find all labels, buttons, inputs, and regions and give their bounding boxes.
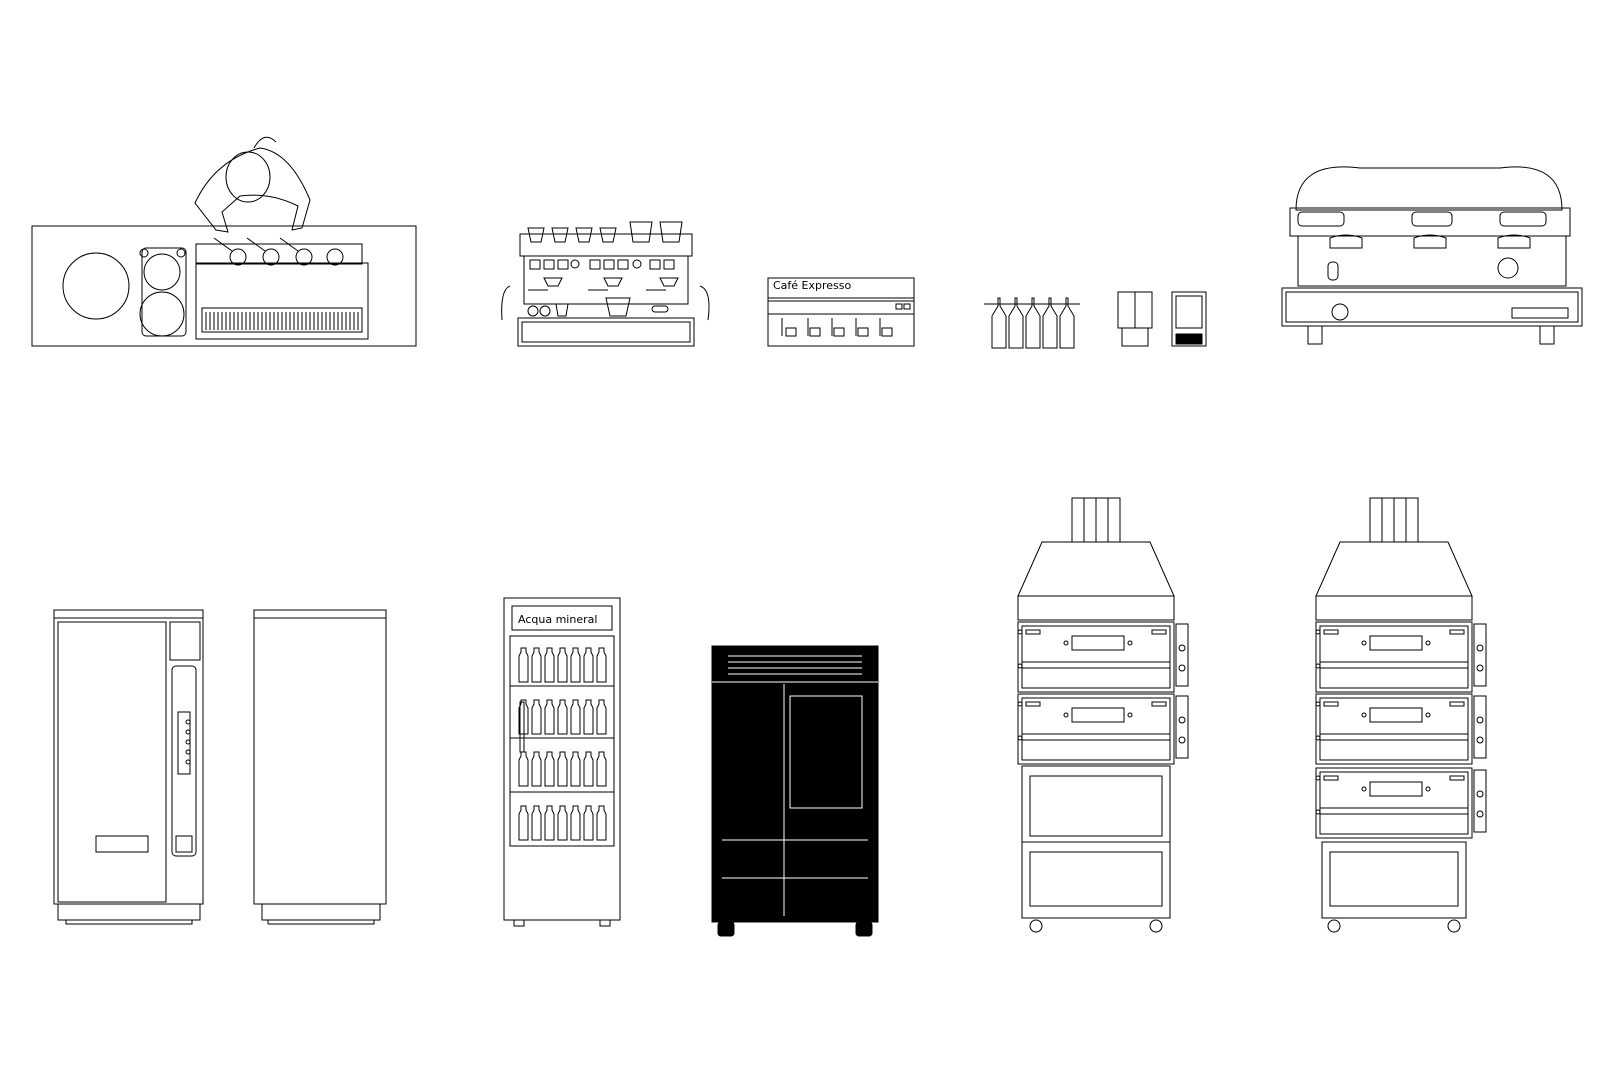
water-bottle-icon bbox=[571, 648, 580, 682]
oven-deck bbox=[1018, 694, 1188, 764]
cafe-expresso-dispenser: Café Expresso bbox=[768, 278, 914, 346]
water-bottle-icon bbox=[571, 752, 580, 786]
water-bottle-icon bbox=[584, 806, 593, 840]
water-bottle-icon bbox=[519, 806, 528, 840]
bottle-icon bbox=[1009, 298, 1023, 348]
pizza-oven-two-deck bbox=[1018, 498, 1188, 932]
water-bottle-icon bbox=[545, 648, 554, 682]
pizza-oven-three-deck bbox=[1316, 498, 1486, 932]
water-bottle-icon bbox=[532, 752, 541, 786]
water-bottle-icon bbox=[519, 752, 528, 786]
water-bottle-icon bbox=[597, 806, 606, 840]
water-bottle-icon bbox=[597, 700, 606, 734]
barista-counter-top-view bbox=[32, 137, 416, 346]
bottle-icon bbox=[1043, 298, 1057, 348]
water-bottle-icon bbox=[558, 752, 567, 786]
water-bottle-icon bbox=[545, 806, 554, 840]
bottle-rack bbox=[984, 298, 1080, 348]
water-bottle-icon bbox=[532, 700, 541, 734]
water-bottle-icon bbox=[584, 752, 593, 786]
water-bottle-icon bbox=[532, 648, 541, 682]
portafilters bbox=[214, 238, 343, 265]
oven-deck bbox=[1018, 622, 1188, 692]
oven-deck bbox=[1316, 622, 1486, 692]
water-bottle-icon bbox=[519, 700, 528, 734]
water-bottle-icon bbox=[519, 648, 528, 682]
espresso-machine-large bbox=[1282, 167, 1582, 344]
water-bottle-icon bbox=[545, 752, 554, 786]
water-bottle-icon bbox=[532, 806, 541, 840]
bottle-icon bbox=[1060, 298, 1074, 348]
vending-machine-front bbox=[54, 610, 203, 924]
espresso-machine-front bbox=[502, 222, 709, 346]
water-bottle-icon bbox=[545, 700, 554, 734]
water-bottle-icon bbox=[558, 648, 567, 682]
water-bottle-icon bbox=[597, 648, 606, 682]
barista-figure bbox=[195, 137, 310, 232]
bottle-icon bbox=[1026, 298, 1040, 348]
oven-deck bbox=[1316, 694, 1486, 764]
oven-deck bbox=[1316, 768, 1486, 838]
water-bottle-icon bbox=[584, 648, 593, 682]
acqua-mineral-fridge: Acqua mineral bbox=[504, 598, 620, 926]
water-bottle-icon bbox=[571, 700, 580, 734]
water-fridge-label: Acqua mineral bbox=[518, 613, 597, 626]
water-bottle-icon bbox=[597, 752, 606, 786]
water-bottle-icon bbox=[558, 806, 567, 840]
bottle-icon bbox=[992, 298, 1006, 348]
water-bottle-icon bbox=[584, 700, 593, 734]
black-refrigerator bbox=[712, 646, 878, 936]
water-bottle-icon bbox=[558, 700, 567, 734]
drink-dispensers bbox=[1118, 292, 1206, 346]
cafe-dispenser-label: Café Expresso bbox=[773, 279, 852, 292]
water-bottle-icon bbox=[571, 806, 580, 840]
vending-machine-side bbox=[254, 610, 386, 924]
